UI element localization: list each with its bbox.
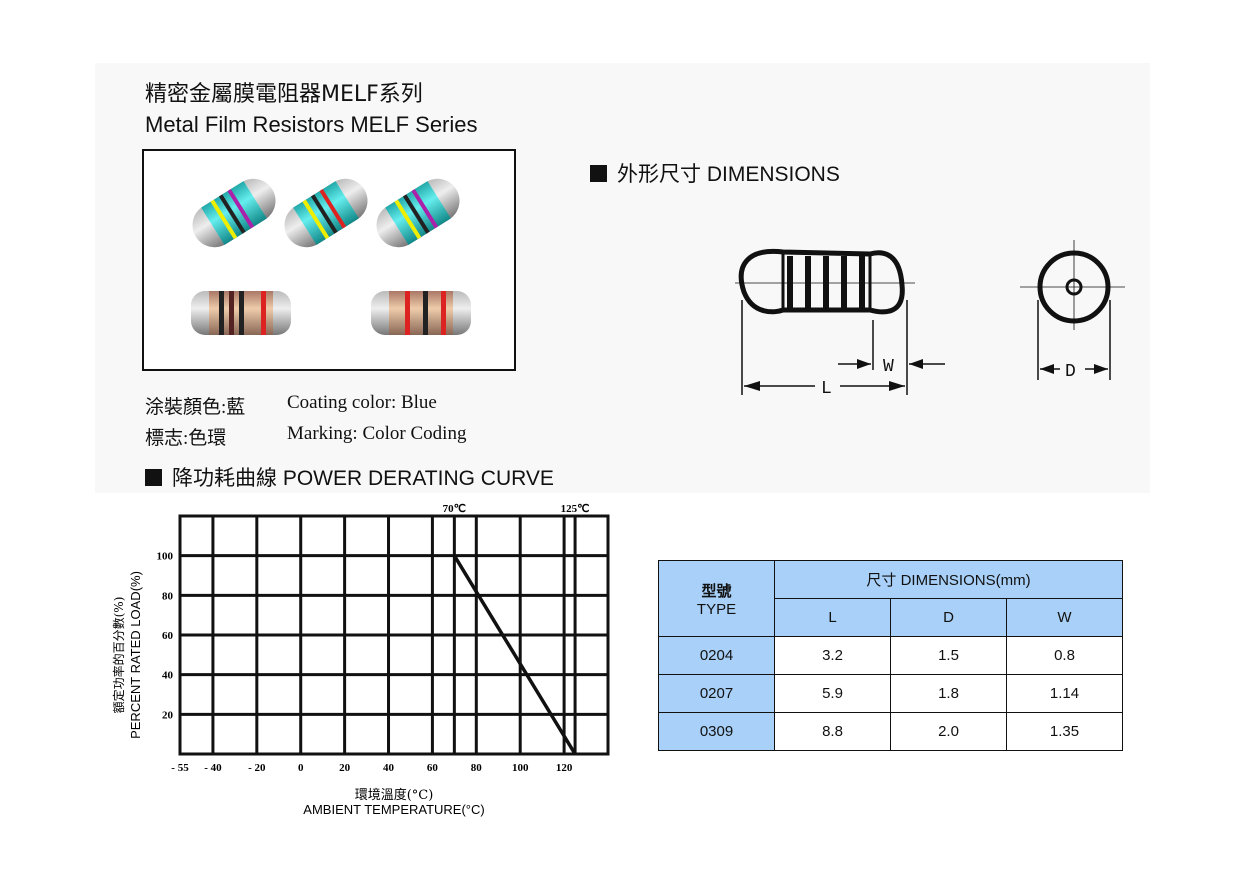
cell-type: 0204 <box>658 636 775 675</box>
y-axis-label: PERCENT RATED LOAD(%) <box>128 571 143 739</box>
x-tick-label: 60 <box>427 762 439 774</box>
x-tick-label: 80 <box>471 762 483 774</box>
x-tick-label: 20 <box>339 762 351 774</box>
dimensions-heading: 外形尺寸 DIMENSIONS <box>590 158 840 188</box>
derating-line <box>452 554 577 755</box>
type-header-en: TYPE <box>696 600 737 618</box>
x-tick-label: 0 <box>298 762 304 774</box>
cell-D: 2.0 <box>890 712 1007 751</box>
coating-label: 涂裝顏色:藍 <box>145 397 246 418</box>
column-header-W: W <box>1006 598 1123 637</box>
cell-W: 1.14 <box>1006 674 1123 713</box>
type-header-cn: 型號 <box>701 582 732 600</box>
x-axis-label-cn: 環境溫度(°C) <box>355 787 434 803</box>
cell-W: 0.8 <box>1006 636 1123 675</box>
cell-D: 1.8 <box>890 674 1007 713</box>
x-tick-label: - 55 <box>171 762 189 774</box>
y-tick-label: 100 <box>157 551 174 563</box>
y-axis-label-cn: 額定功率的百分數(%) <box>111 597 126 714</box>
derating-heading-text: 降功耗曲線 POWER DERATING CURVE <box>172 467 554 490</box>
cell-L: 3.2 <box>774 636 891 675</box>
dimensions-heading-text: 外形尺寸 DIMENSIONS <box>617 163 840 186</box>
x-axis-label: AMBIENT TEMPERATURE(°C) <box>303 802 484 817</box>
cell-type: 0309 <box>658 712 775 751</box>
label-W: W <box>883 357 894 377</box>
x-tick-label: - 40 <box>204 762 222 774</box>
annotation-label: 125℃ <box>561 503 590 515</box>
cell-D: 1.5 <box>890 636 1007 675</box>
y-tick-label: 60 <box>162 630 174 642</box>
y-tick-label: 80 <box>162 590 174 602</box>
cell-L: 5.9 <box>774 674 891 713</box>
dimension-drawing: L W D <box>735 240 1125 399</box>
cell-type: 0207 <box>658 674 775 713</box>
column-header-L: L <box>774 598 891 637</box>
marking-label: 標志:色環 <box>145 428 227 449</box>
cell-L: 8.8 <box>774 712 891 751</box>
title-chinese: 精密金屬膜電阻器MELF系列 <box>145 82 423 107</box>
label-L: L <box>821 379 832 399</box>
derating-chart: - 55 - 40 - 20 0 20 40 60 80 100 120 20 40 60 80 100 70… <box>111 503 610 817</box>
coating-value: Coating color: Blue <box>287 392 437 413</box>
square-bullet-icon <box>145 469 162 486</box>
y-tick-label: 20 <box>162 709 174 721</box>
x-tick-label: 120 <box>556 762 573 774</box>
column-header-D: D <box>890 598 1007 637</box>
derating-heading: 降功耗曲線 POWER DERATING CURVE <box>145 462 554 492</box>
y-tick-label: 40 <box>162 670 174 682</box>
resistor-photo <box>142 149 516 371</box>
dimensions-header: 尺寸 DIMENSIONS(mm) <box>774 560 1123 599</box>
square-bullet-icon <box>590 165 607 182</box>
resistor-illustration <box>191 178 471 335</box>
cell-W: 1.35 <box>1006 712 1123 751</box>
title-english: Metal Film Resistors MELF Series <box>145 112 478 137</box>
label-D: D <box>1065 362 1076 382</box>
annotation-label: 70℃ <box>443 503 466 515</box>
x-tick-label: 40 <box>383 762 395 774</box>
x-tick-label: 100 <box>512 762 529 774</box>
marking-value: Marking: Color Coding <box>287 423 467 444</box>
x-tick-label: - 20 <box>248 762 266 774</box>
